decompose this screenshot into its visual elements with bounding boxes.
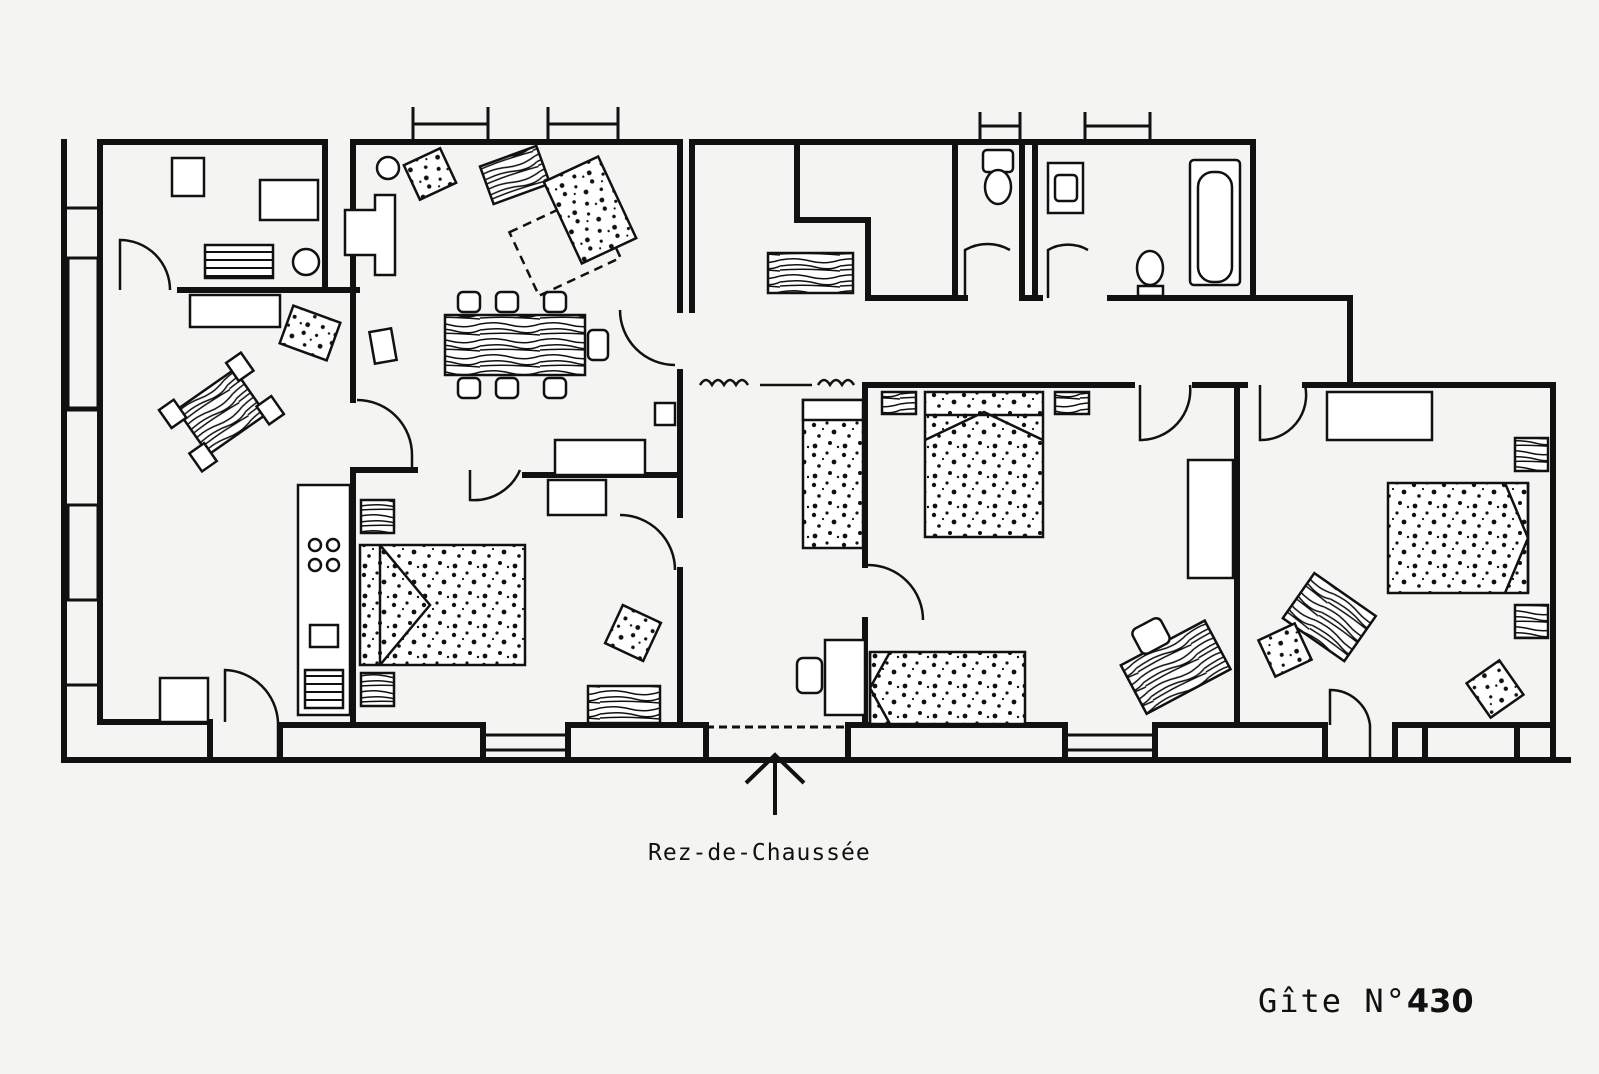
fireplace (343, 193, 397, 277)
cabinet (170, 156, 206, 198)
cupboard (188, 293, 282, 329)
wardrobe-2 (1186, 458, 1235, 580)
bed-3 (868, 650, 1027, 726)
dresser (586, 684, 662, 725)
wardrobe-3 (1325, 390, 1434, 442)
corridor-bed (801, 398, 865, 550)
walls (61, 139, 1571, 763)
gite-number: 430 (1406, 982, 1474, 1020)
coffee-table (478, 144, 552, 206)
sink-round (291, 247, 321, 277)
corridor-bench (766, 251, 855, 295)
sideboard (553, 438, 647, 477)
fridge (158, 676, 210, 724)
furniture (157, 144, 1550, 726)
sofa (542, 154, 638, 266)
dining-table-left (157, 350, 286, 474)
armchair-3 (603, 603, 663, 663)
armchair-2 (402, 146, 458, 202)
gite-prefix: Gîte N° (1258, 982, 1407, 1020)
radiator (203, 243, 275, 280)
nightstand (359, 498, 396, 535)
dining-table-center (443, 290, 610, 400)
level-label: Rez-de-Chaussée (648, 840, 871, 866)
bed-1 (358, 543, 527, 667)
desk (823, 638, 867, 717)
table-small (258, 178, 320, 222)
windows (64, 107, 1155, 752)
armchair (278, 304, 342, 362)
entrance-arrow-icon (744, 752, 806, 815)
armchair-4 (1464, 658, 1526, 720)
gite-number-label: Gîte N°430 (1258, 982, 1474, 1020)
small-box (653, 401, 677, 427)
wardrobe-1 (546, 478, 608, 517)
desk-3 (1281, 571, 1378, 663)
doors (118, 238, 1372, 760)
chair-side (367, 326, 399, 366)
nightstand (359, 671, 396, 708)
bed-4 (1386, 481, 1530, 595)
plant (375, 155, 401, 181)
